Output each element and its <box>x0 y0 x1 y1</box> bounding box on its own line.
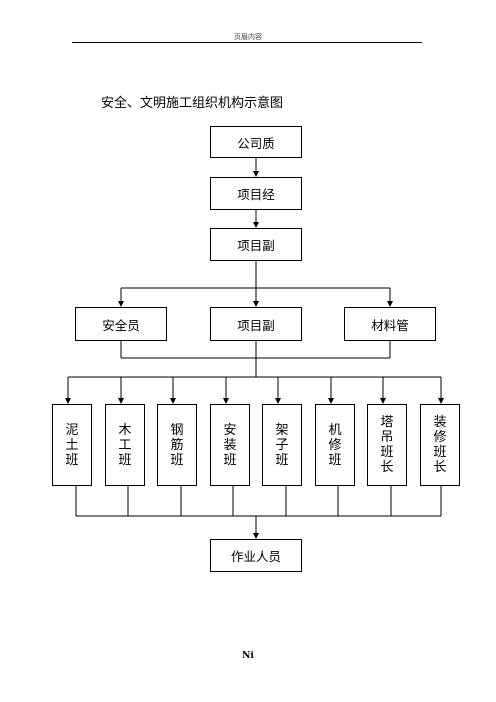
node-company-quality: 公司质 <box>210 126 302 158</box>
node-project-deputy: 项目副 <box>210 228 302 261</box>
node-label: 项目副 <box>237 317 275 333</box>
team-char: 班 <box>118 452 132 468</box>
team-mud-earth: 泥 土 班 <box>52 404 92 486</box>
node-project-manager: 项目经 <box>210 177 302 210</box>
team-char: 长 <box>380 460 394 475</box>
team-char: 班 <box>380 445 394 460</box>
team-rebar: 钢 筋 班 <box>157 404 197 486</box>
node-label: 材料管 <box>371 317 409 333</box>
team-installation: 安 装 班 <box>210 404 250 486</box>
team-char: 修 <box>328 437 342 453</box>
node-label: 项目经 <box>237 187 275 202</box>
team-char: 装 <box>433 415 447 430</box>
team-char: 机 <box>328 422 342 438</box>
team-char: 塔 <box>380 415 394 430</box>
team-char: 班 <box>65 452 79 468</box>
node-label: 项目副 <box>237 238 275 253</box>
team-char: 筋 <box>170 437 184 453</box>
page-header: 页眉内容 <box>234 33 262 41</box>
team-decoration-leader: 装 修 班 长 <box>420 404 460 486</box>
node-project-deputy-2: 项目副 <box>210 307 302 341</box>
node-materials-manager: 材料管 <box>344 307 436 341</box>
team-char: 木 <box>118 422 132 438</box>
node-workers: 作业人员 <box>210 539 302 572</box>
team-char: 装 <box>223 437 237 453</box>
team-char: 修 <box>433 430 447 445</box>
team-char: 工 <box>118 437 132 453</box>
node-label: 安全员 <box>102 317 140 333</box>
team-char: 钢 <box>170 422 184 438</box>
team-carpentry: 木 工 班 <box>105 404 145 486</box>
header-rule <box>72 42 422 43</box>
team-char: 吊 <box>380 430 394 445</box>
team-char: 班 <box>433 445 447 460</box>
node-safety-officer: 安全员 <box>75 307 167 341</box>
node-label: 公司质 <box>237 135 275 151</box>
team-machine-repair: 机 修 班 <box>315 404 355 486</box>
team-char: 泥 <box>65 422 79 438</box>
team-char: 安 <box>223 422 237 438</box>
team-char: 班 <box>170 452 184 468</box>
team-char: 班 <box>328 452 342 468</box>
page-number: Ni <box>242 651 254 661</box>
node-label: 作业人员 <box>230 549 281 564</box>
team-char: 架 <box>275 422 289 438</box>
team-char: 长 <box>433 460 447 475</box>
diagram-title: 安全、文明施工组织机构示意图 <box>101 96 284 111</box>
team-char: 土 <box>65 437 79 453</box>
team-char: 子 <box>275 437 289 453</box>
team-tower-crane-leader: 塔 吊 班 长 <box>367 404 407 486</box>
team-scaffolding: 架 子 班 <box>262 404 302 486</box>
team-char: 班 <box>223 452 237 468</box>
team-char: 班 <box>275 452 289 468</box>
